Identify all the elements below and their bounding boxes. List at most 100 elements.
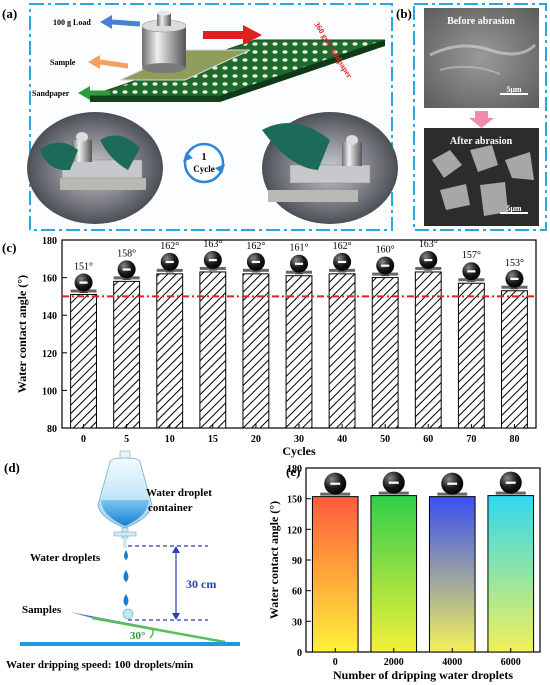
x-tick-label-c: 20 (251, 434, 261, 445)
droplet-e-reflection (447, 482, 458, 485)
container-label-1: Water droplet (146, 487, 212, 499)
droplet-1 (124, 550, 128, 560)
x-tick-label-c: 50 (380, 434, 390, 445)
y-tick-label-e: 120 (287, 525, 302, 536)
droplet-c-reflection (208, 258, 217, 262)
droplet-c (329, 252, 356, 272)
photo-right (262, 112, 398, 224)
droplet-c (242, 252, 269, 272)
x-axis-label-c: Cycles (282, 444, 316, 458)
x-tick-label-e: 2000 (384, 657, 404, 668)
container-label-2: container (148, 502, 193, 514)
funnel-container (97, 450, 153, 548)
data-label-c: 160° (376, 245, 395, 256)
droplet-e-reflection (388, 481, 399, 484)
x-tick-label-c: 60 (423, 434, 433, 445)
droplet-c (286, 254, 312, 274)
incline-edge (91, 616, 226, 644)
bar-e (487, 495, 535, 653)
bar-c (113, 280, 141, 429)
bar-c (371, 277, 399, 429)
y-tick-label-c: 180 (42, 236, 57, 247)
y-axis-label-c: Water contact angle (°) (15, 275, 29, 393)
sample-label: Sample (50, 58, 76, 67)
droplet-3 (123, 594, 129, 606)
droplet-c (415, 250, 442, 270)
y-tick-label-e: 60 (292, 587, 302, 598)
bar-e (370, 495, 418, 653)
data-label-c: 158° (117, 248, 136, 259)
droplet-e (378, 471, 409, 495)
y-tick-label-e: 180 (287, 464, 302, 475)
bar-e (428, 496, 476, 653)
x-tick-label-c: 10 (165, 434, 175, 445)
y-tick-label-c: 80 (47, 424, 57, 435)
sem-before-image (424, 8, 539, 108)
x-tick-label-e: 6000 (501, 657, 521, 668)
y-tick-label-c: 140 (42, 311, 57, 322)
droplet-c (199, 250, 226, 270)
panel-d-label: (d) (4, 460, 20, 475)
sample-arrow (88, 55, 129, 69)
sandpaper-label: Sandpaper (32, 89, 70, 98)
bar-c (414, 271, 442, 429)
x-tick-label-c: 80 (509, 434, 519, 445)
chart-c: 80 100 120 140 160 180 0 151° 5 158° 10 162° 15 163° 2… (15, 236, 537, 458)
angle-label: 30° (130, 630, 145, 642)
droplet-c (113, 260, 140, 280)
load-arrow (100, 15, 141, 29)
data-label-c: 153° (505, 258, 524, 269)
droplet-c-reflection (510, 277, 519, 280)
droplet-e-reflection (330, 482, 341, 485)
droplet-c-reflection (467, 270, 476, 273)
x-tick-label-c: 70 (466, 434, 476, 445)
panel-e-label: (e) (286, 464, 300, 479)
droplet-c-reflection (251, 260, 260, 264)
before-abrasion-label: Before abrasion (447, 16, 515, 27)
x-tick-label-c: 30 (294, 434, 304, 445)
data-label-c: 162° (160, 241, 179, 252)
panel-a-label: (a) (2, 6, 17, 21)
y-axis-label-e: Water contact angle (°) (267, 501, 281, 619)
droplet-c (156, 252, 183, 272)
panel-b-label: (b) (396, 6, 412, 21)
droplet-c-reflection (165, 260, 174, 264)
down-arrow (469, 111, 494, 128)
weight-load (141, 10, 187, 73)
cycle-number: 1 (202, 152, 207, 163)
bar-c (70, 294, 97, 429)
droplet-c (372, 256, 399, 276)
droplet-c-reflection (381, 264, 390, 267)
droplet-c-reflection (294, 262, 304, 265)
x-tick-label-e: 4000 (442, 657, 462, 668)
x-tick-label-c: 5 (124, 434, 129, 445)
droplet-c (501, 269, 528, 289)
scale-bar-after-label: 5μm (506, 204, 522, 213)
x-tick-label-c: 40 (337, 434, 347, 445)
sandpaper-arrow (78, 86, 110, 100)
droplet-e (437, 472, 468, 496)
droplet-c (458, 262, 485, 282)
data-label-c: 161° (290, 243, 309, 254)
sem-after-flakes (432, 145, 534, 216)
y-tick-label-c: 120 (42, 349, 57, 360)
y-tick-label-c: 160 (42, 274, 57, 285)
droplet-c-reflection (79, 281, 88, 284)
data-label-c: 162° (246, 241, 265, 252)
droplet-e-reflection (505, 481, 516, 484)
x-tick-label-c: 0 (81, 434, 86, 445)
panel-d: (d) Water droplet container Water drople… (4, 450, 240, 671)
motion-arrow (203, 25, 262, 45)
y-tick-label-e: 90 (292, 556, 302, 567)
data-label-c: 163° (203, 239, 222, 250)
y-tick-label-c: 100 (42, 386, 57, 397)
droplet-e (320, 472, 351, 496)
data-label-c: 163° (419, 239, 438, 250)
sandpaper-side (220, 40, 385, 102)
x-tick-label-c: 15 (208, 434, 218, 445)
droplet-c-reflection (424, 258, 433, 262)
data-label-c: 151° (74, 262, 93, 273)
data-label-c: 157° (462, 250, 481, 261)
